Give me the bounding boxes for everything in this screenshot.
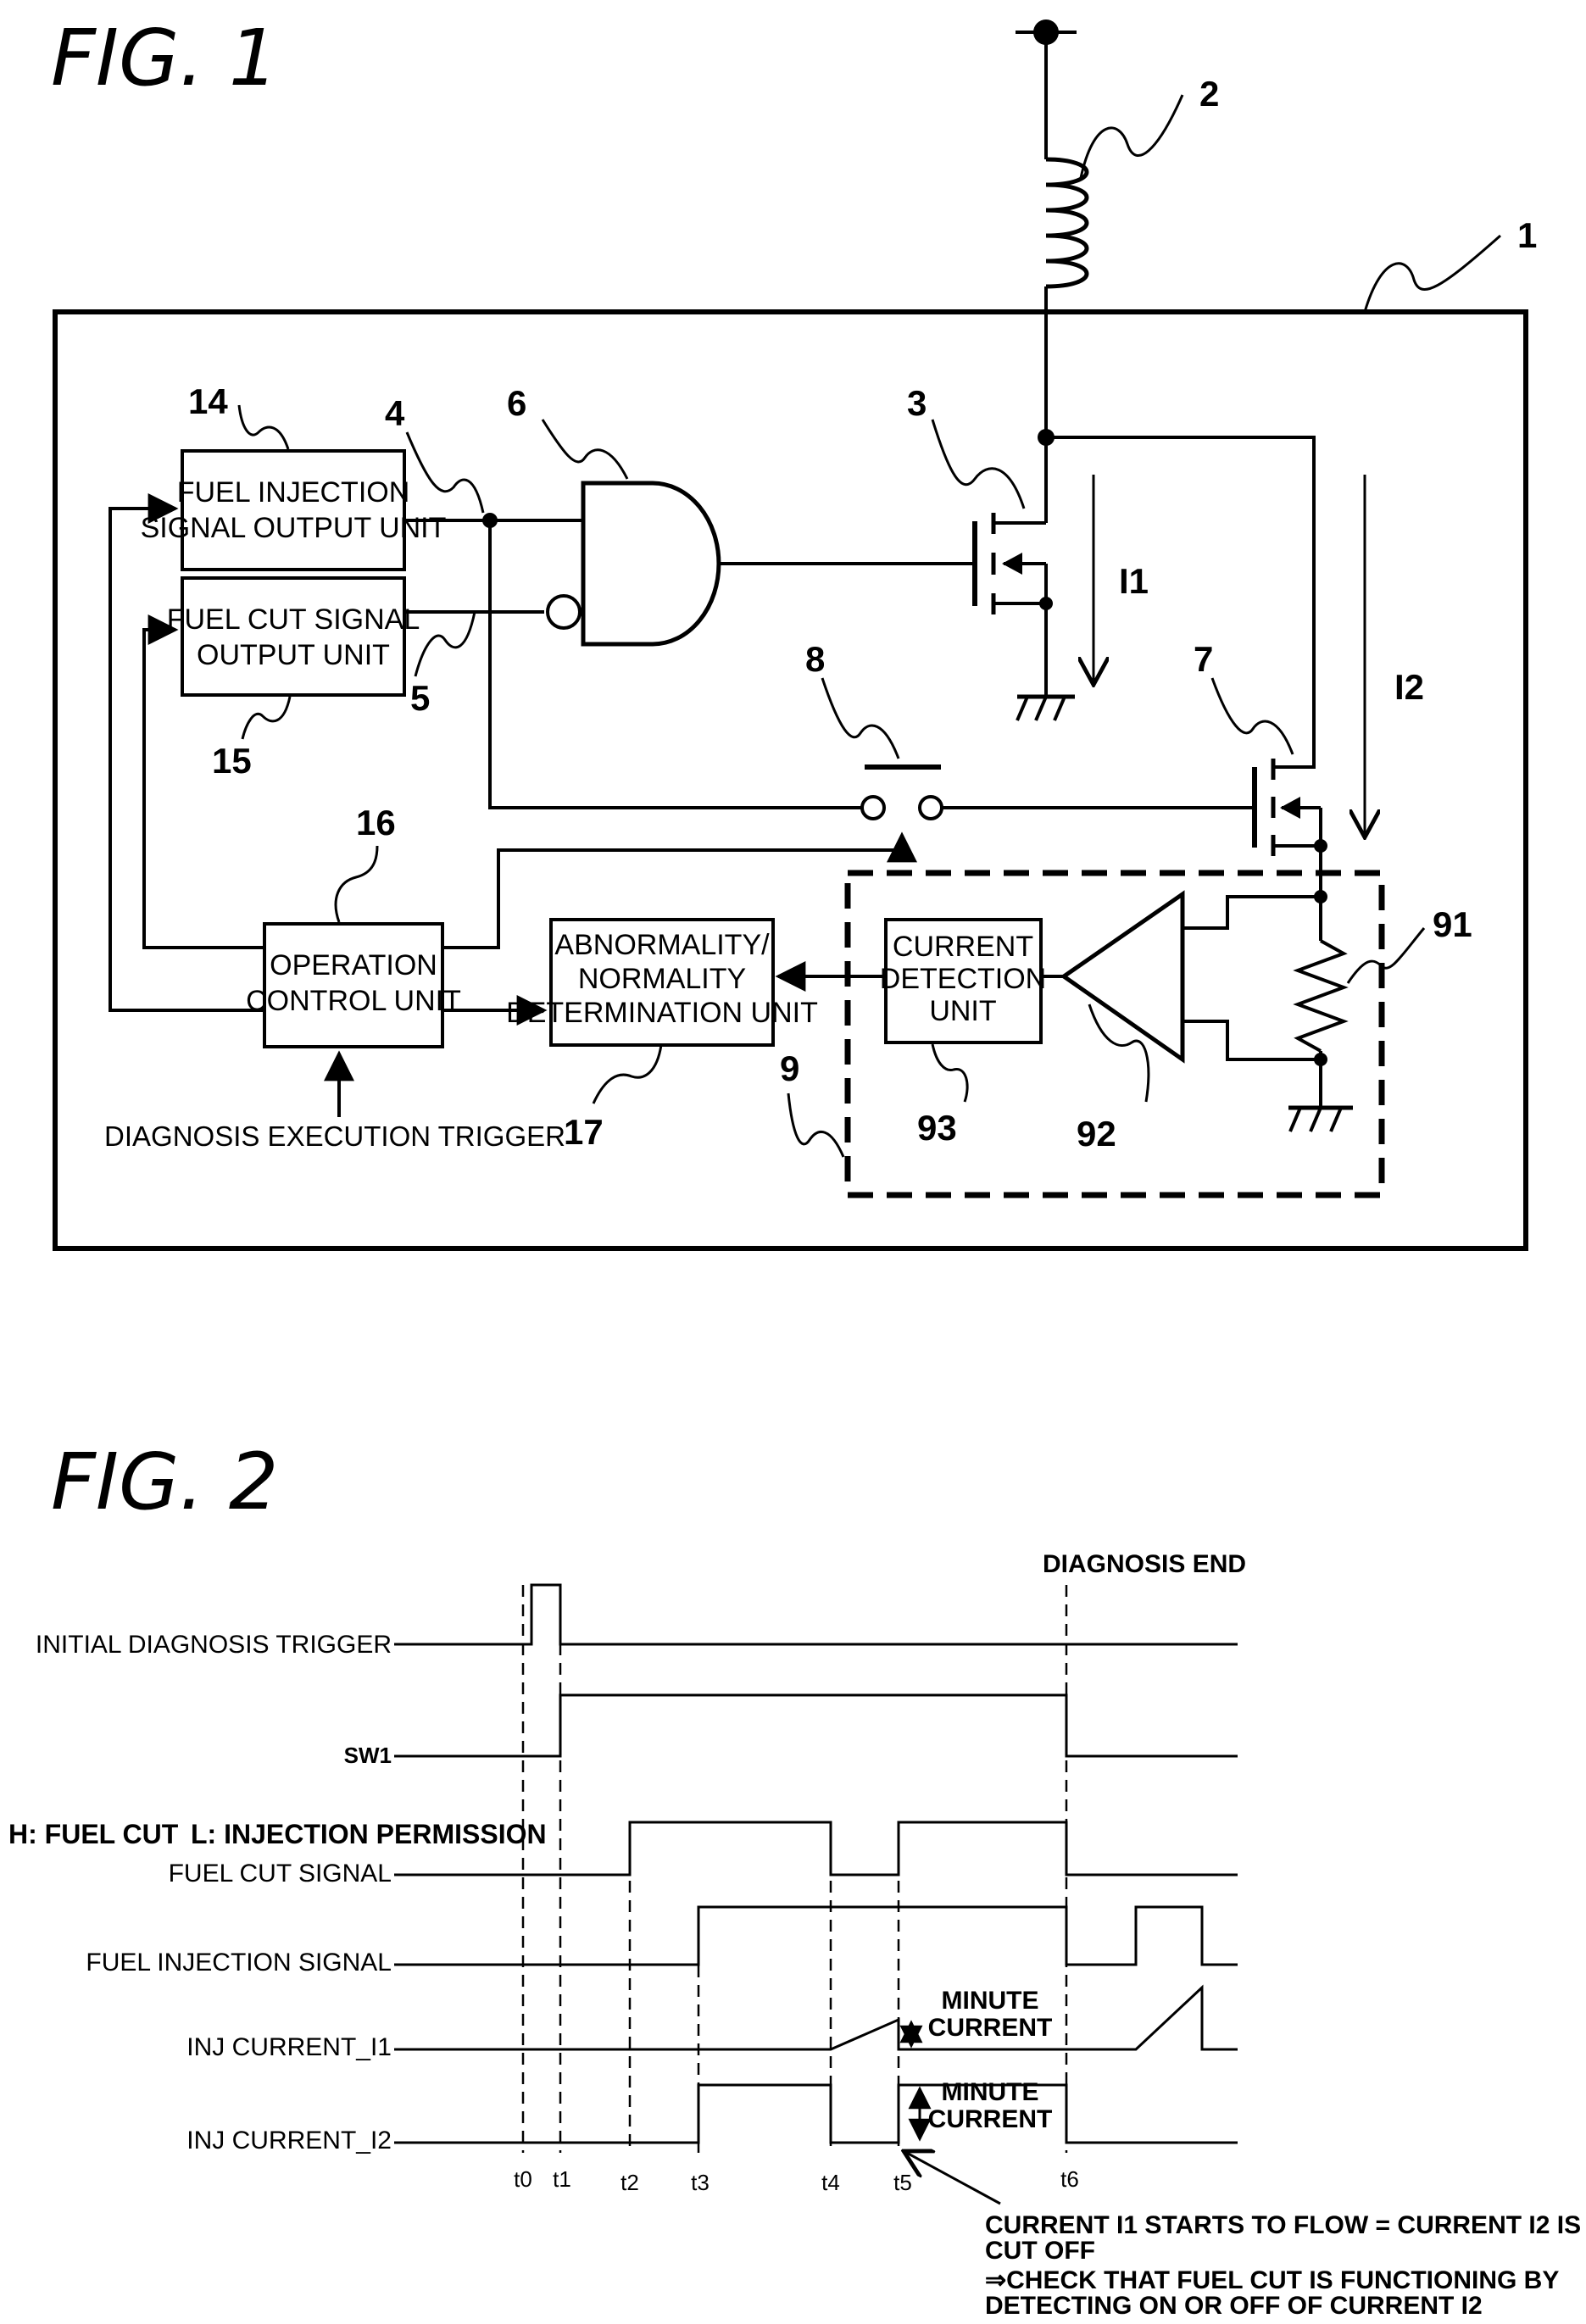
- svg-text:7: 7: [1194, 639, 1213, 679]
- shunt-resistor-91: [1298, 941, 1344, 1051]
- legend-h-fuel-cut: H: FUEL CUT: [8, 1819, 179, 1849]
- waveform-initial-trigger: [394, 1585, 1238, 1644]
- svg-text:CURRENT: CURRENT: [893, 931, 1033, 963]
- svg-text:OUTPUT UNIT: OUTPUT UNIT: [197, 639, 390, 671]
- fig2-title: FIG. 2: [51, 1437, 278, 1527]
- svg-text:CONTROL UNIT: CONTROL UNIT: [246, 985, 461, 1017]
- diagnosis-path-wire: [1046, 437, 1314, 767]
- current-i1-label: I1: [1119, 561, 1149, 601]
- diagnosis-end-label: DIAGNOSIS END: [1043, 1550, 1246, 1578]
- ground-symbol-1: [1017, 697, 1075, 720]
- signal-label-fuel-injection: FUEL INJECTION SIGNAL: [86, 1949, 392, 1977]
- minute-current-i1-annotation: MINUTE CURRENT: [911, 1987, 1052, 2046]
- svg-text:SIGNAL OUTPUT UNIT: SIGNAL OUTPUT UNIT: [141, 512, 447, 544]
- svg-text:5: 5: [410, 678, 430, 718]
- svg-text:92: 92: [1077, 1114, 1116, 1154]
- legend-l-injection-permission: L: INJECTION PERMISSION: [191, 1819, 547, 1849]
- svg-text:t2: t2: [620, 2170, 639, 2195]
- svg-text:UNIT: UNIT: [929, 995, 996, 1027]
- fuel-cut-signal-output-unit: FUEL CUT SIGNAL OUTPUT UNIT: [167, 578, 420, 695]
- svg-text:91: 91: [1433, 904, 1472, 944]
- signal-label-inj-i2: INJ CURRENT_I2: [186, 2127, 392, 2154]
- svg-text:⇒CHECK THAT FUEL CUT IS FUNCTI: ⇒CHECK THAT FUEL CUT IS FUNCTIONING BY: [985, 2266, 1559, 2294]
- svg-text:CURRENT I1 STARTS TO FLOW = CU: CURRENT I1 STARTS TO FLOW = CURRENT I2 I…: [985, 2211, 1581, 2239]
- svg-text:6: 6: [507, 383, 526, 423]
- waveform-inj-i2: [394, 2085, 1238, 2143]
- waveform-inj-i1: [394, 1988, 1238, 2049]
- svg-text:OPERATION: OPERATION: [270, 949, 437, 981]
- minute-current-i2-annotation: MINUTE CURRENT: [920, 2078, 1052, 2139]
- svg-text:CURRENT: CURRENT: [928, 2105, 1053, 2133]
- svg-text:CURRENT: CURRENT: [928, 2014, 1053, 2042]
- svg-text:8: 8: [805, 639, 825, 679]
- and-gate: [548, 483, 719, 644]
- signal-label-fuel-cut: FUEL CUT SIGNAL: [169, 1860, 392, 1888]
- current-detection-unit: CURRENT DETECTION UNIT: [880, 920, 1046, 1042]
- mosfet-3: [975, 513, 1053, 614]
- svg-text:t0: t0: [514, 2166, 532, 2192]
- switch-8: [862, 767, 942, 819]
- time-tick-labels: t0 t1 t2 t3 t4 t5 t6: [514, 2166, 1079, 2195]
- injector-coil: [1046, 159, 1087, 286]
- svg-text:t4: t4: [821, 2170, 840, 2195]
- svg-text:MINUTE: MINUTE: [942, 2078, 1039, 2106]
- signal-label-sw1: SW1: [344, 1743, 392, 1768]
- fig1-title: FIG. 1: [51, 13, 278, 103]
- svg-text:NORMALITY: NORMALITY: [578, 963, 746, 995]
- ground-symbol-2: [1288, 1108, 1353, 1131]
- svg-text:9: 9: [780, 1048, 799, 1088]
- svg-text:MINUTE: MINUTE: [942, 1987, 1039, 2015]
- svg-text:1: 1: [1517, 215, 1537, 255]
- svg-text:93: 93: [917, 1108, 957, 1148]
- operation-control-unit: OPERATION CONTROL UNIT: [246, 924, 461, 1047]
- diagnosis-note: CURRENT I1 STARTS TO FLOW = CURRENT I2 I…: [985, 2211, 1581, 2320]
- signal-label-initial-trigger: INITIAL DIAGNOSIS TRIGGER: [36, 1631, 392, 1659]
- svg-text:DETECTING ON OR OFF OF CURRENT: DETECTING ON OR OFF OF CURRENT I2: [985, 2292, 1483, 2320]
- abnormality-normality-determination-unit: ABNORMALITY/ NORMALITY DETERMINATION UNI…: [506, 920, 818, 1045]
- fuel-injection-signal-output-unit: FUEL INJECTION SIGNAL OUTPUT UNIT: [141, 451, 447, 570]
- svg-text:4: 4: [385, 393, 405, 433]
- note-leader-arrow: [904, 2151, 1000, 2204]
- mosfet-7: [1255, 759, 1327, 856]
- waveform-sw1: [394, 1695, 1238, 1756]
- diagnosis-trigger-label: DIAGNOSIS EXECUTION TRIGGER: [104, 1120, 565, 1152]
- svg-text:17: 17: [564, 1112, 604, 1152]
- svg-text:2: 2: [1199, 74, 1219, 114]
- svg-text:DETECTION: DETECTION: [880, 963, 1046, 995]
- svg-text:CUT OFF: CUT OFF: [985, 2237, 1095, 2265]
- signal-label-inj-i1: INJ CURRENT_I1: [186, 2033, 392, 2061]
- svg-text:t1: t1: [553, 2166, 571, 2192]
- svg-text:14: 14: [188, 381, 228, 421]
- time-markers: [523, 1585, 1066, 2153]
- current-i2-label: I2: [1394, 667, 1424, 707]
- svg-text:FUEL CUT SIGNAL: FUEL CUT SIGNAL: [167, 603, 420, 636]
- svg-text:t5: t5: [893, 2170, 912, 2195]
- svg-text:t6: t6: [1060, 2166, 1079, 2192]
- svg-text:FUEL INJECTION: FUEL INJECTION: [177, 476, 410, 509]
- svg-text:DETERMINATION UNIT: DETERMINATION UNIT: [506, 997, 818, 1029]
- svg-text:15: 15: [212, 741, 252, 781]
- svg-text:ABNORMALITY/: ABNORMALITY/: [554, 929, 770, 961]
- svg-text:t3: t3: [691, 2170, 710, 2195]
- svg-text:3: 3: [907, 383, 927, 423]
- waveform-fuel-injection: [394, 1907, 1238, 1965]
- svg-text:16: 16: [356, 803, 396, 842]
- power-supply-terminal: [1016, 19, 1077, 159]
- amplifier-92: [1064, 894, 1321, 1059]
